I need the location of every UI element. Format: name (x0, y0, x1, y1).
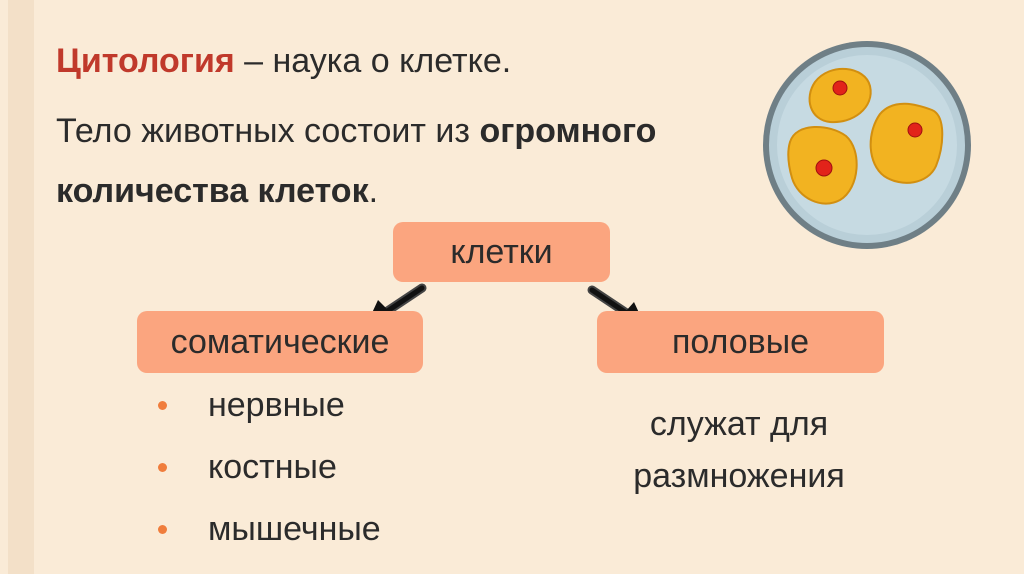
definition-line: Цитология – наука о клетке. (56, 42, 511, 81)
sentence-text: Тело животных состоит из (56, 112, 480, 150)
note-line-2: размножения (633, 457, 845, 495)
list-item: костные (156, 442, 381, 504)
sentence-line-2: количества клеток. (56, 172, 378, 211)
definition-text: – наука о клетке. (234, 42, 512, 80)
somatic-types-list: нервные костные мышечные (156, 380, 381, 566)
note-line-1: служат для (649, 405, 829, 443)
cells-label: клетки (450, 232, 553, 271)
sentence-line-1: Тело животных состоит из огромного (56, 112, 656, 151)
term-cytology: Цитология (56, 42, 235, 80)
list-item: мышечные (156, 504, 381, 566)
somatic-box: соматические (137, 311, 423, 373)
somatic-label: соматические (170, 322, 390, 361)
sentence-bold-1: огромного (479, 112, 657, 150)
reproduction-note: служат для размножения (604, 398, 874, 502)
cells-illustration (763, 41, 971, 249)
sentence-period: . (368, 172, 379, 210)
cells-box: клетки (393, 222, 610, 282)
list-item-label: костные (208, 448, 337, 486)
list-item: нервные (156, 380, 381, 442)
sex-cells-label: половые (671, 322, 810, 361)
sex-cells-box: половые (597, 311, 884, 373)
bullet-icon (158, 401, 167, 410)
list-item-label: мышечные (208, 510, 381, 548)
bullet-icon (158, 463, 167, 472)
list-item-label: нервные (208, 386, 345, 424)
decorative-side-stripe (8, 0, 34, 574)
sentence-bold-2: количества клеток (56, 172, 369, 210)
bullet-icon (158, 525, 167, 534)
